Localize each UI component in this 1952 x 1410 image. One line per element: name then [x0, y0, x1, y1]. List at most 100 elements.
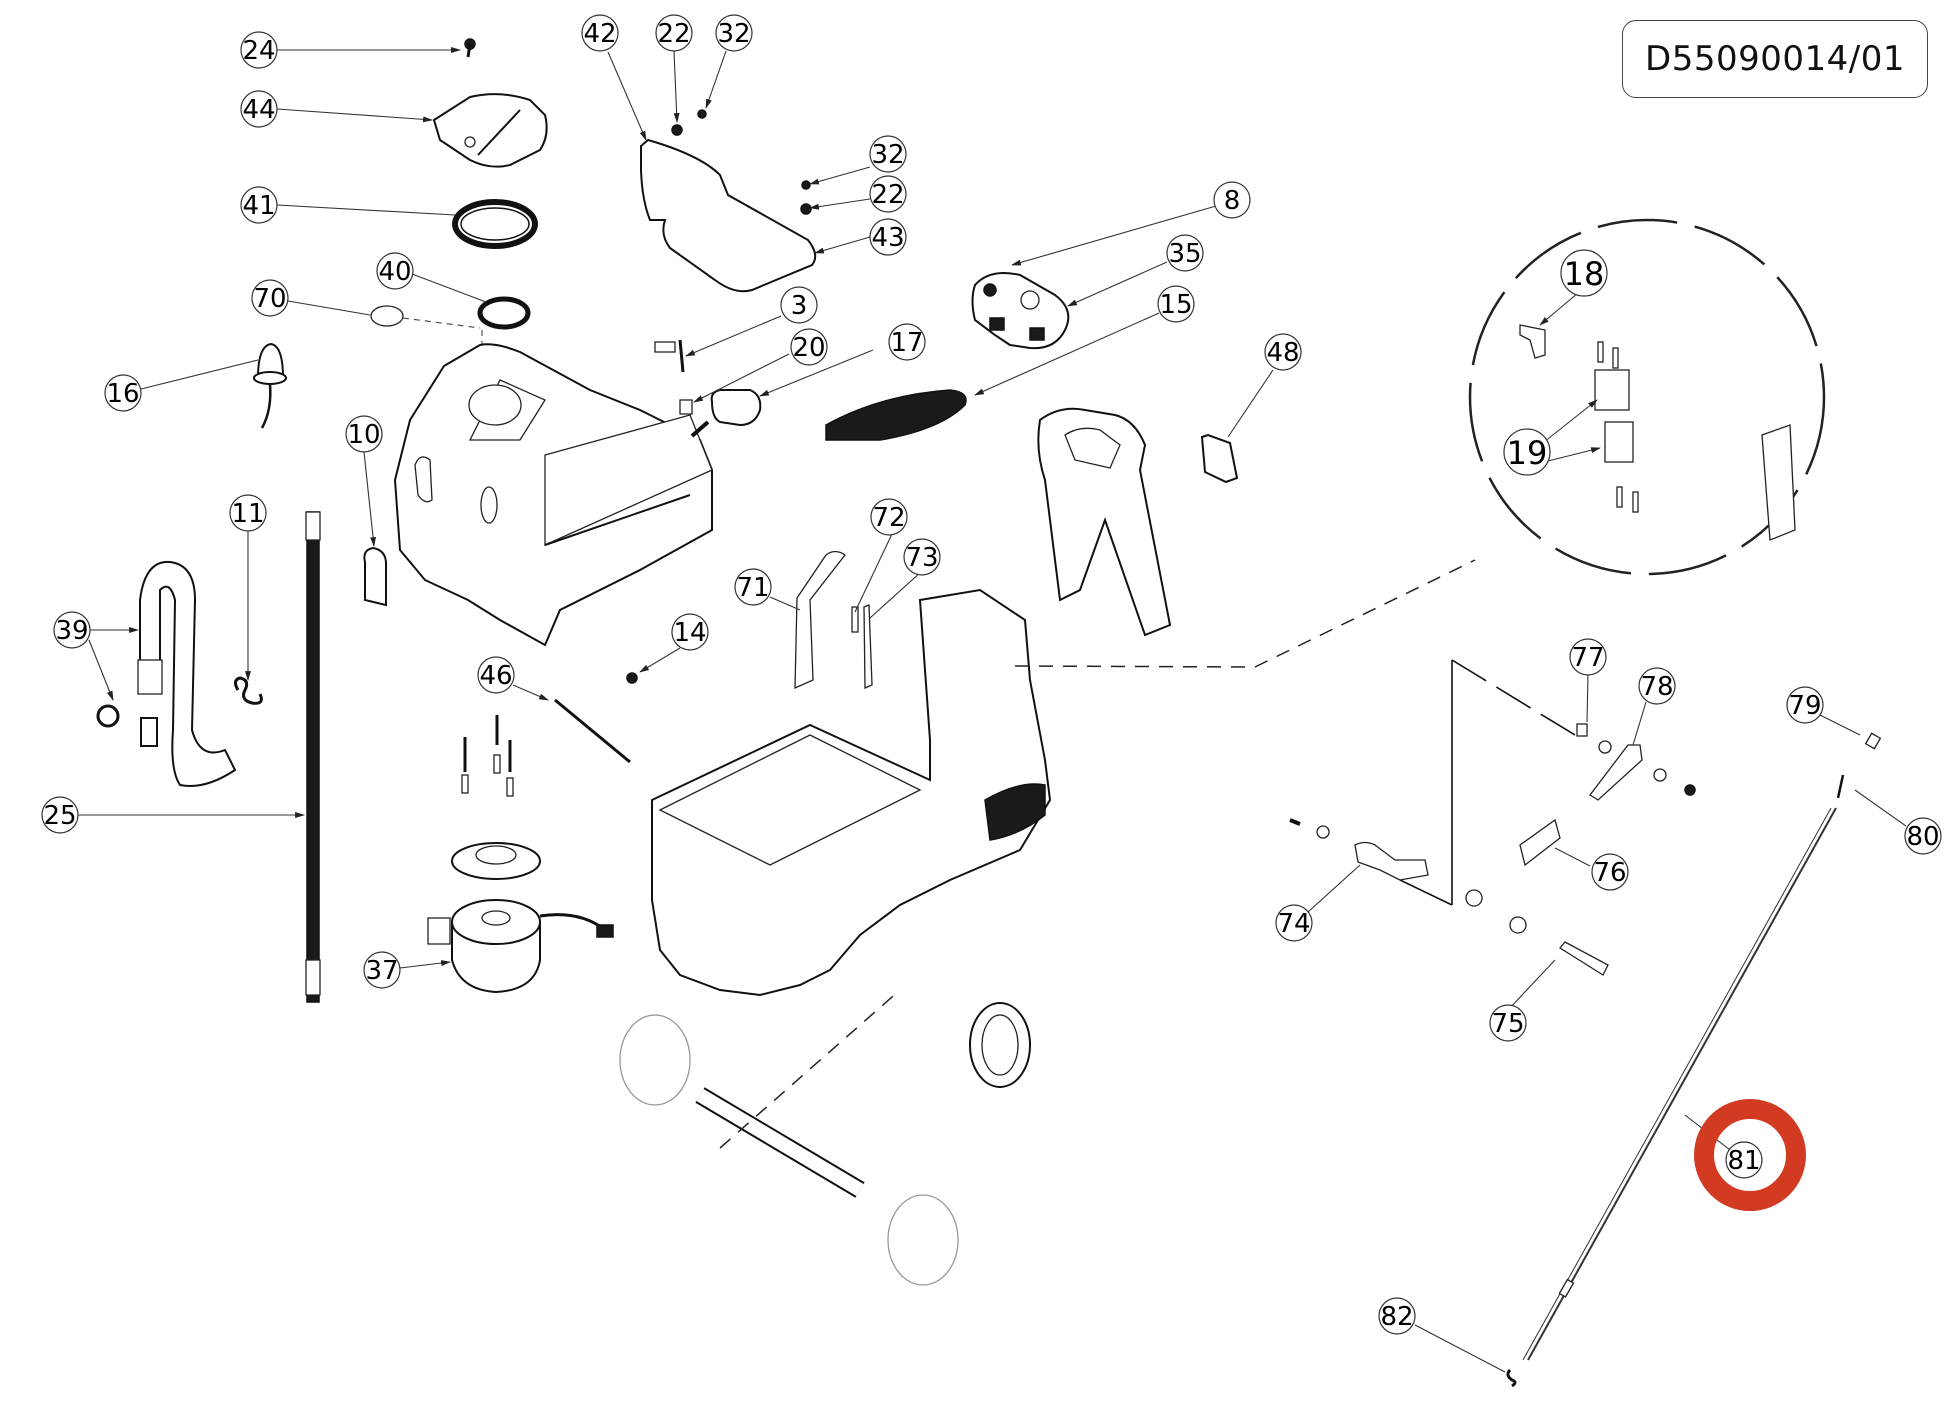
callout-76[interactable]: 76: [1591, 853, 1629, 891]
callout-label: 25: [43, 801, 76, 831]
callout-8[interactable]: 8: [1213, 181, 1251, 219]
callout-73[interactable]: 73: [903, 538, 941, 576]
callout-48[interactable]: 48: [1264, 333, 1302, 371]
callout-label: 32: [871, 140, 904, 170]
part-81-cable: [1527, 807, 1837, 1361]
callout-3[interactable]: 3: [780, 286, 818, 324]
callout-label: 35: [1168, 239, 1201, 269]
callout-70[interactable]: 70: [251, 279, 289, 317]
part-73-bracket: [863, 604, 873, 689]
callout-37[interactable]: 37: [363, 951, 401, 989]
callout-label: 41: [242, 191, 275, 221]
callout-label: 44: [242, 95, 275, 125]
callout-label: 19: [1507, 434, 1548, 472]
callout-label: 46: [479, 661, 512, 691]
callout-label: 48: [1266, 338, 1299, 368]
callout-80[interactable]: 80: [1904, 817, 1942, 855]
callout-label: 24: [242, 36, 275, 66]
part-75-pin: [1559, 941, 1609, 976]
callout-43[interactable]: 43: [869, 218, 907, 256]
part-46-rod: [554, 698, 631, 764]
parts-layer: [96, 38, 1882, 1388]
callout-82[interactable]: 82: [1378, 1297, 1416, 1335]
callout-label: 80: [1906, 822, 1939, 852]
rear-wheel-right: [887, 1194, 959, 1286]
callout-label: 32: [717, 19, 750, 49]
callout-25[interactable]: 25: [41, 796, 79, 834]
callout-11[interactable]: 11: [229, 494, 267, 532]
callout-label: 77: [1571, 643, 1604, 673]
callout-label: 72: [872, 503, 905, 533]
callout-41[interactable]: 41: [240, 186, 278, 224]
part-71-lever: [794, 550, 846, 690]
part-77-spacer: [1576, 723, 1588, 737]
part-24-screw: [464, 38, 476, 58]
callout-16[interactable]: 16: [104, 374, 142, 412]
part-39-hose: [96, 560, 237, 787]
part-20-connector: [679, 399, 693, 415]
callout-label: 10: [347, 420, 380, 450]
part-40-ring: [477, 296, 531, 330]
callout-20[interactable]: 20: [790, 328, 828, 366]
callout-75[interactable]: 75: [1489, 1004, 1527, 1042]
detail-view-circle: [1468, 218, 1826, 576]
callout-74[interactable]: 74: [1275, 904, 1313, 942]
callout-32-right[interactable]: 32: [869, 135, 907, 173]
callout-label: 74: [1277, 909, 1310, 939]
callout-label: 81: [1727, 1146, 1760, 1176]
callout-46[interactable]: 46: [477, 656, 515, 694]
callout-label: 82: [1380, 1302, 1413, 1332]
callout-label: 76: [1593, 858, 1626, 888]
part-79-cap: [1864, 732, 1882, 750]
leader-lines: [78, 47, 1907, 1373]
callout-label: 42: [583, 19, 616, 49]
callout-17[interactable]: 17: [888, 323, 926, 361]
callout-35[interactable]: 35: [1166, 234, 1204, 272]
callout-71[interactable]: 71: [734, 568, 772, 606]
callout-label: 22: [657, 19, 690, 49]
callout-label: 43: [871, 223, 904, 253]
callout-32-top[interactable]: 32: [715, 14, 753, 52]
callout-label: 40: [378, 257, 411, 287]
part-25-long-hose: [306, 511, 320, 1003]
callout-14[interactable]: 14: [671, 613, 709, 651]
part-11-hook: [233, 676, 263, 705]
part-70-cap: [370, 305, 404, 327]
callout-19[interactable]: 19: [1503, 428, 1551, 476]
callout-24[interactable]: 24: [240, 31, 278, 69]
callout-44[interactable]: 44: [240, 90, 278, 128]
part-14-screw: [626, 672, 638, 684]
handle-column: [1037, 407, 1172, 637]
callout-label: 11: [231, 499, 264, 529]
callout-label: 15: [1159, 290, 1192, 320]
callout-77[interactable]: 77: [1569, 638, 1607, 676]
callout-15[interactable]: 15: [1157, 285, 1195, 323]
part-16-beacon: [253, 342, 287, 429]
callout-78[interactable]: 78: [1638, 667, 1676, 705]
callout-18[interactable]: 18: [1560, 249, 1608, 297]
callout-22-right[interactable]: 22: [869, 175, 907, 213]
small-pins: [461, 715, 514, 797]
callout-label: 79: [1788, 691, 1821, 721]
callout-39[interactable]: 39: [53, 611, 91, 649]
callout-label: 16: [106, 379, 139, 409]
callout-10[interactable]: 10: [345, 415, 383, 453]
callout-40[interactable]: 40: [376, 252, 414, 290]
chassis-body: [651, 588, 1052, 997]
callout-79[interactable]: 79: [1786, 686, 1824, 724]
callout-label: 8: [1224, 186, 1241, 216]
part-32-screw: [697, 109, 707, 119]
callout-81[interactable]: 81: [1725, 1141, 1763, 1179]
drive-wheel: [969, 1002, 1031, 1088]
callout-label: 71: [736, 573, 769, 603]
callout-label: 3: [791, 291, 808, 321]
part-72-bracket: [851, 606, 859, 633]
part-19-connectors: [1594, 341, 1639, 513]
callout-72[interactable]: 72: [870, 498, 908, 536]
callout-label: 17: [890, 328, 923, 358]
callout-22-top[interactable]: 22: [655, 14, 693, 52]
part-44-cover: [432, 93, 548, 168]
callout-42[interactable]: 42: [581, 14, 619, 52]
drawing-code-box: D55090014/01: [1622, 20, 1928, 98]
